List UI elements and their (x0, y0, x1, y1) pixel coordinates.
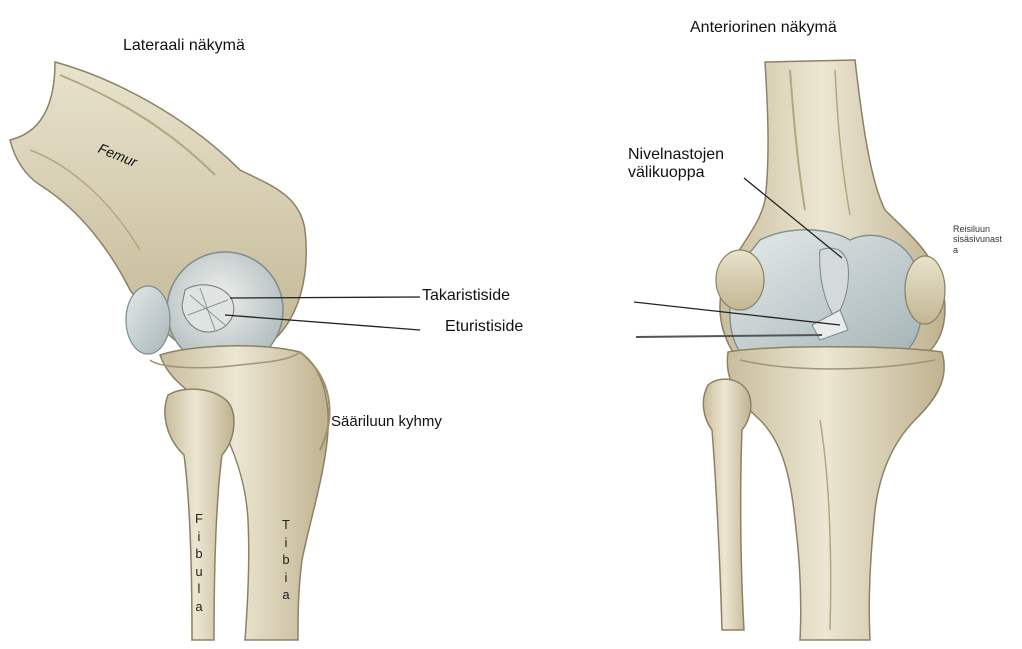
saariluun-kyhmy-label: Sääriluun kyhmy (331, 413, 442, 430)
eturistiside-label: Eturistiside (445, 318, 523, 336)
reisiluun-line2: sisäsivunast (953, 234, 1002, 244)
reisiluun-label: Reisiluun sisäsivunast a (953, 224, 1002, 255)
lateral-view-title: Lateraali näkymä (123, 37, 245, 55)
reisiluun-line1: Reisiluun (953, 224, 1002, 234)
lateral-knee-drawing (10, 62, 420, 640)
nivelnastojen-line2: välikuoppa (628, 164, 724, 182)
patella (126, 286, 170, 354)
anterior-fibula-bone (703, 379, 751, 630)
nivelnastojen-line1: Nivelnastojen (628, 146, 724, 164)
anterior-tibia-bone (727, 347, 944, 640)
anterior-view-title: Anteriorinen näkymä (690, 19, 837, 37)
takaristiside-label: Takaristiside (422, 287, 510, 305)
nivelnastojen-label: Nivelnastojen välikuoppa (628, 146, 724, 183)
reisiluun-line3: a (953, 245, 1002, 255)
